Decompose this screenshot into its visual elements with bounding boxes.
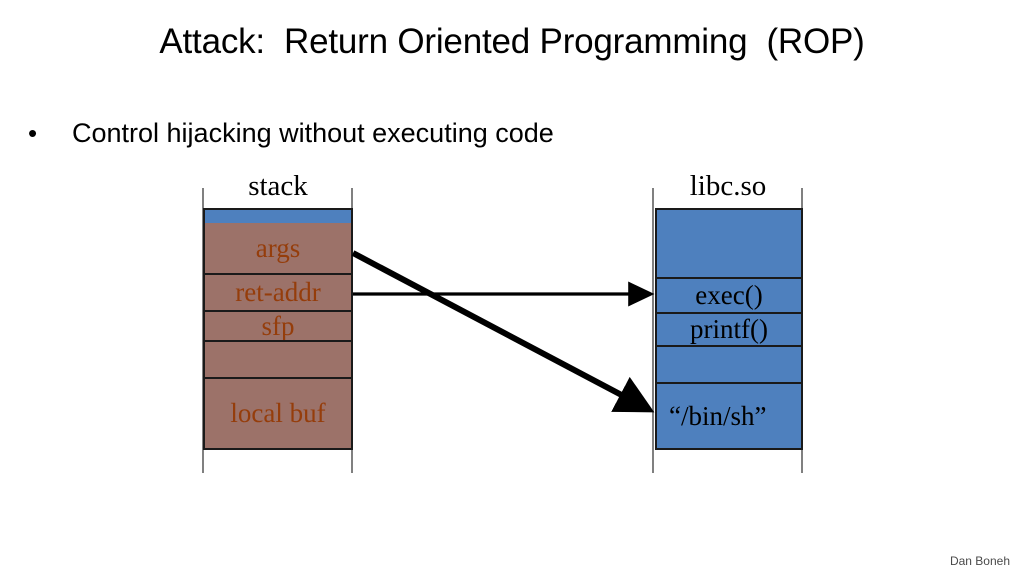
- page-title: Attack: Return Oriented Programming (ROP…: [159, 22, 865, 61]
- stack-row-top-strip: [205, 210, 351, 223]
- libc-row-empty-top: [657, 210, 801, 277]
- stack-row-args: args: [255, 232, 301, 263]
- libc-memory-block: exec() printf() “/bin/sh”: [655, 208, 803, 450]
- arrow-args-to-bin-sh: [351, 250, 655, 413]
- stack-row-empty: [205, 340, 351, 377]
- stack-memory-block: args ret-addr sfp local buf: [203, 208, 353, 450]
- libc-row-bin-sh: “/bin/sh”: [657, 382, 801, 448]
- stack-row-sfp: sfp: [205, 310, 351, 340]
- bullet-list-item: • Control hijacking without executing co…: [28, 116, 928, 150]
- stack-column-label: stack: [248, 170, 308, 202]
- bullet-item-label: Control hijacking without executing code: [72, 118, 554, 148]
- footer-credit: Dan Boneh: [949, 554, 1010, 568]
- libc-row-empty-mid: [657, 345, 801, 382]
- libc-row-exec: exec(): [657, 277, 801, 312]
- libc-column-label: libc.so: [689, 170, 767, 202]
- stack-row-local-buf: local buf: [205, 377, 351, 448]
- bullet-marker-icon: •: [28, 118, 38, 148]
- libc-rail-left: [652, 188, 654, 473]
- stack-row-ret-addr: ret-addr: [205, 273, 351, 310]
- libc-row-printf: printf(): [657, 312, 801, 345]
